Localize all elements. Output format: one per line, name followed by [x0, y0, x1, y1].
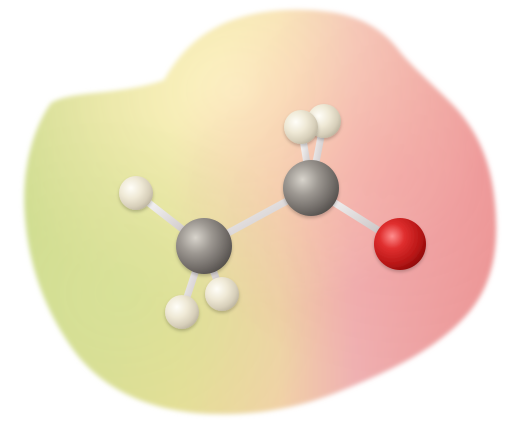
carbon-atom-left: [176, 218, 232, 274]
atoms-front: [119, 110, 426, 329]
hydrogen-atom-bottom-right: [205, 277, 239, 311]
carbon-atom-right: [283, 160, 339, 216]
hydrogen-atom-bottom-left: [165, 295, 199, 329]
hydrogen-atom-top-left: [284, 110, 318, 144]
hydrogen-atom-left: [119, 176, 153, 210]
oxygen-atom: [374, 218, 426, 270]
